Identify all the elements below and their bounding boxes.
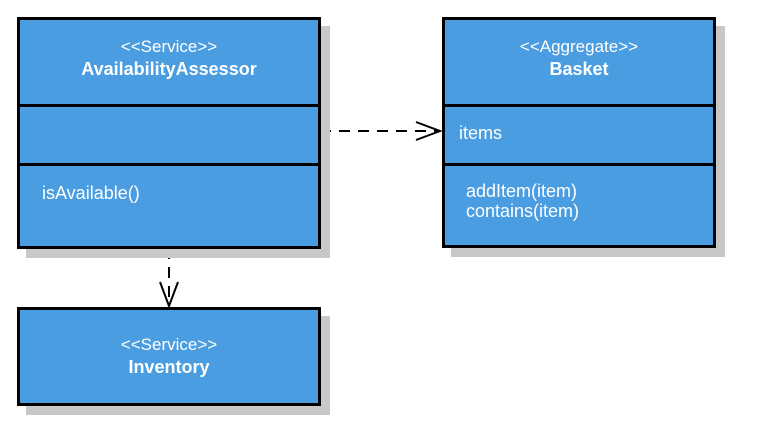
attributes-section: items xyxy=(445,107,713,166)
operations-section: isAvailable() xyxy=(20,166,318,203)
attribute-item: items xyxy=(459,123,503,143)
class-header: <<Service>> AvailabilityAssessor xyxy=(20,20,318,107)
operations-section: addItem(item) contains(item) xyxy=(445,166,713,221)
dependency-assessor-to-basket xyxy=(320,121,443,141)
stereotype-label: <<Aggregate>> xyxy=(519,37,639,56)
class-name: AvailabilityAssessor xyxy=(81,59,257,79)
class-header: <<Service>> Inventory xyxy=(20,310,318,403)
operation-item: addItem(item) xyxy=(466,181,578,201)
operation-item: isAvailable() xyxy=(42,183,140,203)
class-basket[interactable]: <<Aggregate>> Basket items addItem(item)… xyxy=(442,17,716,248)
class-header: <<Aggregate>> Basket xyxy=(445,20,713,107)
stereotype-label: <<Service>> xyxy=(120,37,218,56)
attributes-section xyxy=(20,107,318,166)
class-availability-assessor[interactable]: <<Service>> AvailabilityAssessor isAvail… xyxy=(17,17,321,249)
class-inventory[interactable]: <<Service>> Inventory xyxy=(17,307,321,406)
dependency-assessor-to-inventory xyxy=(159,248,179,309)
operation-item: contains(item) xyxy=(466,201,580,221)
stereotype-label: <<Service>> xyxy=(120,335,218,354)
class-name: Inventory xyxy=(128,357,210,377)
class-name: Basket xyxy=(549,59,609,79)
